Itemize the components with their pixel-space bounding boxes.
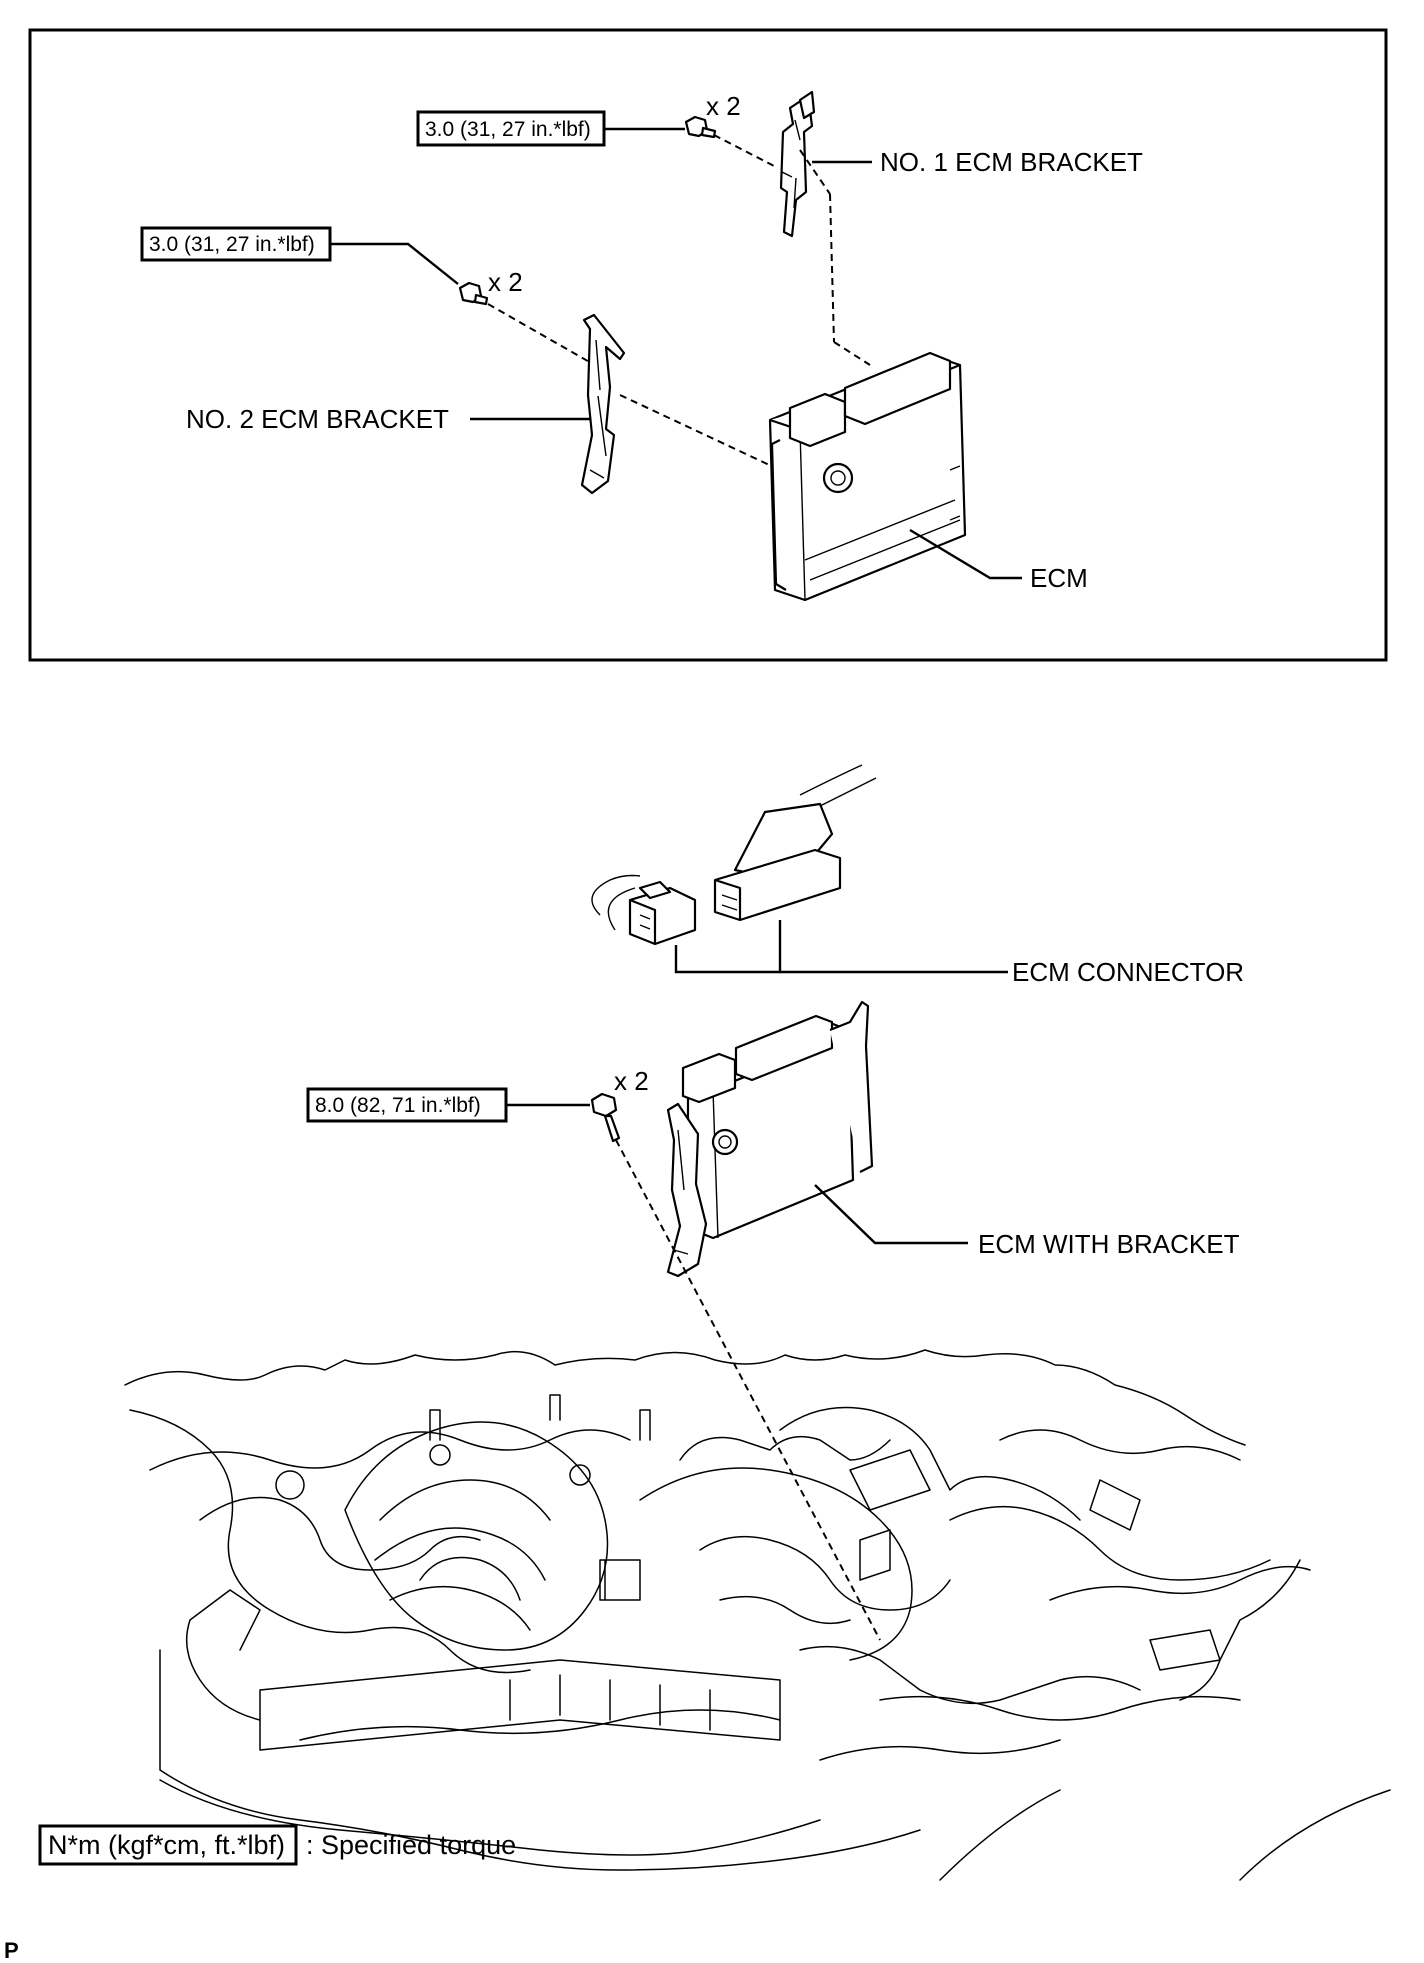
- wire-harness: [591, 764, 877, 931]
- no1-ecm-bracket: [779, 90, 816, 238]
- torque-value-upper: 3.0 (31, 27 in.*lbf): [425, 118, 591, 141]
- torque-callout-left: 3.0 (31, 27 in.*lbf): [140, 226, 459, 285]
- torque-value-bolt: 8.0 (82, 71 in.*lbf): [315, 1094, 481, 1117]
- engine-bay-illustration: [124, 1349, 1391, 1881]
- torque-callout-bolt: 8.0 (82, 71 in.*lbf): [306, 1087, 590, 1123]
- legend-unit-box: N*m (kgf*cm, ft.*lbf): [48, 1830, 285, 1860]
- qty-left: x 2: [488, 267, 523, 297]
- torque-callout-upper: 3.0 (31, 27 in.*lbf): [416, 110, 685, 147]
- nut-left: [458, 281, 489, 306]
- torque-legend: N*m (kgf*cm, ft.*lbf) : Specified torque: [38, 1824, 516, 1866]
- top-panel-frame: [28, 28, 1388, 662]
- corner-mark: P: [4, 1938, 19, 1963]
- no2-ecm-bracket: [580, 313, 626, 495]
- qty-upper: x 2: [706, 91, 741, 121]
- ecm-unit-top: [768, 351, 967, 602]
- label-ecm-with-bracket: ECM WITH BRACKET: [978, 1229, 1240, 1259]
- nut-upper: [684, 115, 717, 139]
- label-no1-ecm-bracket: NO. 1 ECM BRACKET: [880, 147, 1143, 177]
- ecm-connector-small: [628, 880, 697, 946]
- ecm-connector-large: [713, 802, 842, 922]
- label-ecm: ECM: [1030, 563, 1088, 593]
- torque-value-left: 3.0 (31, 27 in.*lbf): [149, 233, 315, 256]
- legend-description: : Specified torque: [306, 1830, 516, 1860]
- qty-bolt: x 2: [614, 1066, 649, 1096]
- bolt: [590, 1092, 621, 1143]
- ecm-with-bracket: [666, 1000, 874, 1278]
- label-no2-ecm-bracket: NO. 2 ECM BRACKET: [186, 404, 449, 434]
- label-ecm-connector: ECM CONNECTOR: [1012, 957, 1244, 987]
